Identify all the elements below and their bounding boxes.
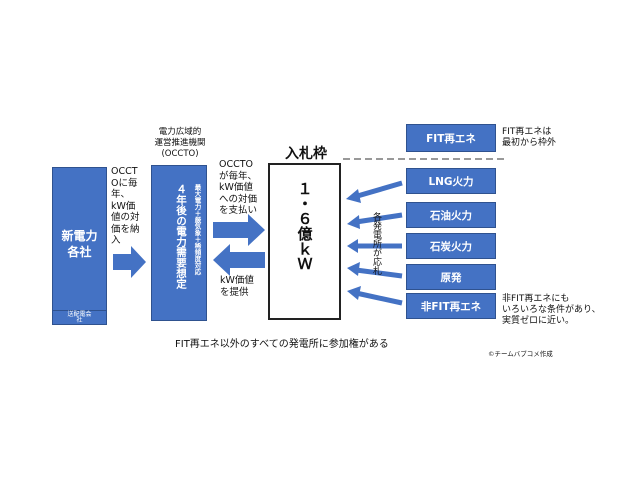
plant-coal-label: 石炭火力 <box>430 240 472 253</box>
arrow-nonfit-to-market <box>355 290 403 306</box>
credit: ©チームバブコメ作成 <box>488 350 553 358</box>
arrow-occto-to-market <box>213 214 265 246</box>
new-power-title: 新電力 各社 <box>61 228 98 259</box>
arrow-nuclear-to-market <box>355 267 403 279</box>
arrow-market-to-occto <box>213 244 265 276</box>
plant-lng-label: LNG火力 <box>428 175 474 188</box>
plant-nuclear: 原発 <box>406 264 496 290</box>
fit-box: FIT再エネ <box>406 124 496 152</box>
market-box: １・６億ｋＷ <box>268 163 341 320</box>
plant-nonfit-label: 非FIT再エネ <box>420 300 482 313</box>
occto-main-text: ４年後の電力需要想定 <box>175 184 187 289</box>
occto-box: ４年後の電力需要想定 最大電力＋厳気象＋稀頻度対応 <box>151 165 207 321</box>
plant-nuclear-label: 原発 <box>440 271 462 284</box>
plant-oil-label: 石油火力 <box>430 209 472 222</box>
arrowhead-nonfit <box>347 286 361 300</box>
arrowhead-coal <box>347 239 358 253</box>
arrowhead-oil <box>347 215 360 229</box>
arrow-new-to-occto <box>113 246 146 278</box>
new-power-box: 新電力 各社 <box>52 167 107 320</box>
bid-note: 各発電所が応札 <box>371 212 381 275</box>
tso-box: 送配電会 社 <box>52 310 107 325</box>
occto-header: 電力広域的 運営推進機関 (OCCTO) <box>154 127 206 159</box>
arrowhead-lng <box>346 189 361 203</box>
market-capacity-text: １・６億ｋＷ <box>295 181 314 271</box>
occto-to-market-note: OCCTO が毎年、 kW価値 への対価 を支払い <box>219 159 258 216</box>
market-to-occto-note: kW価値 を提供 <box>220 275 254 298</box>
tso-label: 送配電会 社 <box>67 310 92 324</box>
new-to-occto-note: OCCT Oに毎 年、 kW価 値の対 価を納 入 <box>111 166 140 246</box>
arrow-lng-to-market <box>353 180 403 200</box>
plant-nonfit: 非FIT再エネ <box>406 293 496 319</box>
fit-note: FIT再エネは 最初から枠外 <box>502 127 557 148</box>
arrow-oil-to-market <box>355 212 403 225</box>
market-header: 入札枠 <box>285 146 327 162</box>
caption: FIT再エネ以外のすべての発電所に参加権がある <box>175 339 389 350</box>
plant-oil: 石油火力 <box>406 202 496 228</box>
fit-box-label: FIT再エネ <box>426 132 476 145</box>
plant-coal: 石炭火力 <box>406 233 496 259</box>
nonfit-note: 非FIT再エネにも いろいろな条件があり、 実質ゼロに近い。 <box>502 294 601 326</box>
plant-lng: LNG火力 <box>406 168 496 194</box>
arrowhead-nuclear <box>347 262 360 276</box>
occto-sub-text: 最大電力＋厳気象＋稀頻度対応 <box>193 184 201 275</box>
